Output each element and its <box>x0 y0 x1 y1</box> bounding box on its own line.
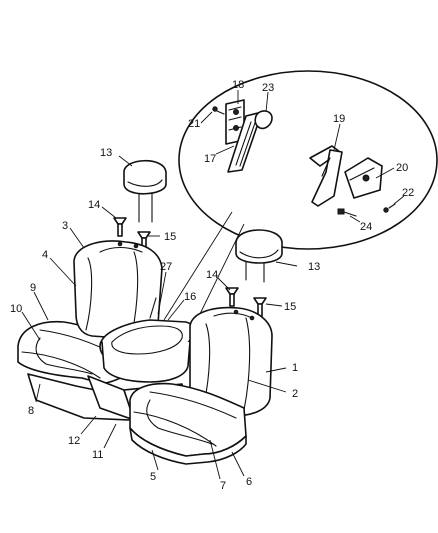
hinge-arm <box>227 111 263 173</box>
callout-17: 17 <box>204 153 216 165</box>
headrest-sleeve-right <box>253 297 267 317</box>
screw-small-right <box>383 203 396 213</box>
callout-10: 10 <box>10 303 22 315</box>
headrest-left <box>123 160 167 223</box>
headrest-right <box>235 229 283 283</box>
callouts: 13 14 15 3 4 9 10 8 12 11 5 7 6 1 2 27 1… <box>10 79 414 492</box>
callout-2: 2 <box>292 388 298 400</box>
callout-15-left: 15 <box>164 231 176 243</box>
callout-6: 6 <box>246 476 252 488</box>
callout-4: 4 <box>42 249 48 261</box>
callout-15-right: 15 <box>284 301 296 313</box>
callout-7: 7 <box>220 480 226 492</box>
callout-13-right: 13 <box>308 261 320 273</box>
screw-small-left <box>212 106 225 115</box>
bolt <box>337 208 357 217</box>
hinge-cover <box>254 110 273 130</box>
callout-21: 21 <box>188 118 200 130</box>
callout-22: 22 <box>402 187 414 199</box>
callout-13-left: 13 <box>100 147 112 159</box>
recliner-lever <box>309 145 343 207</box>
detail-ellipse <box>178 70 438 250</box>
detail-connector-left <box>163 211 233 321</box>
headrest-guide-left <box>113 217 127 237</box>
headrest-guide-right <box>225 287 239 307</box>
callout-9: 9 <box>30 282 36 294</box>
callout-12: 12 <box>68 435 80 447</box>
recliner-bracket <box>344 157 383 199</box>
callout-24: 24 <box>360 221 372 233</box>
detail-view <box>163 70 438 321</box>
leader-lines <box>21 90 405 480</box>
callout-14-right: 14 <box>206 269 218 281</box>
callout-3: 3 <box>62 220 68 232</box>
callout-20: 20 <box>396 162 408 174</box>
right-cushion-frame <box>129 427 247 465</box>
callout-11: 11 <box>92 449 103 461</box>
callout-14-left: 14 <box>88 199 100 211</box>
callout-16: 16 <box>184 291 196 303</box>
callout-1: 1 <box>292 362 298 374</box>
right-seat <box>129 306 273 465</box>
callout-8: 8 <box>28 405 34 417</box>
callout-27: 27 <box>160 261 172 273</box>
callout-5: 5 <box>150 471 156 483</box>
callout-19: 19 <box>333 113 345 125</box>
callout-23: 23 <box>262 82 274 94</box>
callout-18: 18 <box>232 79 244 91</box>
headrest-sleeve-left <box>137 231 151 251</box>
